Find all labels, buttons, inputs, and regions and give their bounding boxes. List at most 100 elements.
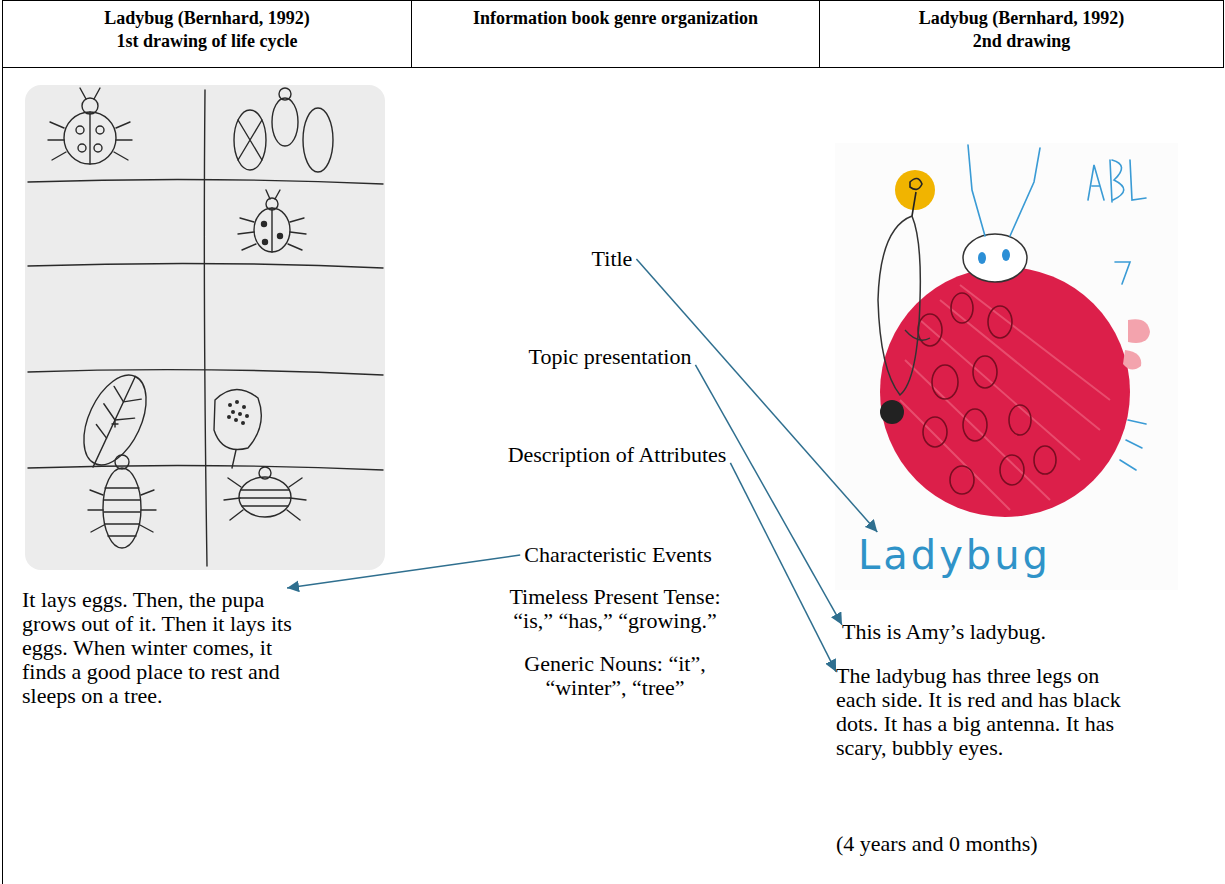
life-cycle-sketch — [28, 263, 383, 268]
life-cycle-sketch — [238, 218, 306, 250]
life-cycle-sketch — [93, 376, 135, 467]
life-cycle-sketch — [232, 450, 236, 468]
attribute-text: The ladybug has three legs on each side.… — [836, 664, 1133, 760]
ladybug-drawing — [968, 145, 1146, 470]
genre-note: Generic Nouns: “it”, “winter”, “tree” — [500, 652, 730, 700]
ladybug-drawing — [900, 285, 1110, 510]
connector-arrow — [636, 259, 877, 532]
node-text: Characteristic Events — [524, 542, 712, 568]
life-cycle-sketch — [272, 98, 298, 146]
ladybug-drawing — [1123, 350, 1141, 370]
life-cycle-sketch — [71, 366, 159, 475]
life-cycle-sketch — [266, 198, 278, 210]
ladybug-drawing — [880, 267, 1130, 517]
life-cycle-sketch — [224, 478, 306, 520]
life-cycle-sketch — [238, 120, 262, 160]
ladybug-drawing — [950, 466, 974, 494]
ladybug-drawing — [1000, 455, 1024, 485]
life-cycle-sketch — [103, 468, 141, 548]
genre-stage: Description of Attributes — [504, 442, 731, 468]
life-cycle-sketch — [228, 403, 232, 407]
life-cycle-sketch — [263, 240, 268, 245]
life-cycle-sketch — [48, 122, 132, 160]
genre-stage: Title — [588, 246, 637, 272]
life-cycle-sketch — [259, 467, 271, 479]
life-cycle-sketch — [235, 400, 239, 404]
ladybug-drawing — [1010, 148, 1040, 236]
connector-arrow — [730, 463, 836, 672]
life-cycle-sketch — [115, 455, 129, 469]
life-cycle-sketch — [104, 488, 140, 536]
ladybug-drawing — [910, 178, 922, 216]
life-cycle-sketch — [279, 88, 291, 100]
life-cycle-sketch — [82, 98, 98, 114]
life-cycle-sketch — [64, 112, 116, 164]
life-cycle-sketch — [112, 421, 118, 427]
genre-note-box: Timeless Present Tense: “is,” “has,” “gr… — [500, 585, 730, 633]
life-cycle-sketch — [241, 421, 245, 425]
life-cycle-sketch — [25, 85, 385, 570]
life-cycle-sketch — [266, 190, 280, 199]
life-cycle-sketch — [89, 112, 90, 164]
ladybug-drawing — [951, 293, 973, 323]
life-cycle-sketch — [278, 234, 283, 239]
life-cycle-sketch — [28, 465, 383, 470]
genre-note-box: Generic Nouns: “it”, “winter”, “tree” — [500, 652, 730, 700]
life-cycle-sketch — [91, 386, 143, 446]
ladybug-drawing — [918, 314, 942, 346]
header-cell: Ladybug (Bernhard, 1992) 1st drawing of … — [2, 0, 412, 68]
life-cycle-sketch — [245, 414, 249, 418]
node-text: Topic presentation — [529, 344, 692, 370]
life-cycle-sketch — [227, 415, 231, 419]
node-text: This is Amy’s ladybug. — [842, 620, 1046, 644]
ladybug-drawing — [1009, 405, 1031, 435]
life-cycle-sketch — [234, 110, 266, 170]
table-rule — [2, 68, 3, 884]
life-cycle-sketch — [239, 477, 291, 517]
life-cycle-sketch — [25, 85, 385, 570]
life-cycle-sketch — [76, 126, 84, 134]
life-cycle-sketch — [204, 90, 207, 566]
node-text: The ladybug has three legs on each side.… — [836, 664, 1133, 760]
life-cycle-sketch — [96, 126, 104, 134]
ladybug-drawing — [963, 409, 987, 441]
ladybug-drawing — [973, 356, 997, 388]
life-cycle-sketch — [28, 179, 383, 184]
life-cycle-sketch — [28, 88, 383, 566]
ladybug-drawing — [1120, 420, 1146, 470]
ladybug-drawing — [878, 216, 920, 395]
life-cycle-sketch — [231, 410, 235, 414]
ladybug-drawing — [835, 143, 1178, 590]
life-cycle-sketch — [240, 490, 290, 506]
ladybug-drawing — [1034, 446, 1056, 474]
life-cycle-sketch — [69, 366, 158, 479]
ladybug-drawing — [918, 293, 1056, 494]
ladybug-drawing — [1110, 160, 1124, 202]
age-note-box: (4 years and 0 months) — [836, 832, 1038, 856]
life-cycle-sketch — [88, 490, 156, 532]
node-text: Information book genre organization — [426, 7, 806, 30]
genre-stage: Topic presentation — [525, 344, 696, 370]
node-text: Ladybug (Bernhard, 1992) 1st drawing of … — [98, 7, 316, 53]
ladybug-drawing — [923, 417, 947, 447]
genre-stage: Characteristic Events — [520, 542, 716, 568]
node-text: Title — [592, 246, 633, 272]
life-cycle-sketch — [94, 144, 102, 152]
header-cell: Information book genre organization — [411, 0, 820, 68]
ladybug-drawing — [1128, 319, 1150, 343]
ladybug-drawing — [978, 252, 986, 264]
life-cycle-sketch — [28, 370, 383, 375]
ladybug-drawing — [988, 306, 1012, 338]
ladybug-drawing — [963, 234, 1027, 282]
life-cycle-sketch — [303, 108, 333, 172]
connector-arrow — [287, 555, 520, 588]
life-cycle-sketch — [254, 208, 290, 252]
life-cycle-sketch — [227, 400, 249, 425]
topic-sentence: This is Amy’s ladybug. — [842, 620, 1046, 644]
node-text: It lays eggs. Then, the pupa grows out o… — [22, 588, 307, 708]
header-cell: Ladybug (Bernhard, 1992) 2nd drawing — [819, 0, 1224, 68]
ladybug-drawing — [1115, 262, 1130, 284]
ladybug-drawing — [968, 145, 985, 236]
life-cycle-sketch — [214, 389, 261, 449]
